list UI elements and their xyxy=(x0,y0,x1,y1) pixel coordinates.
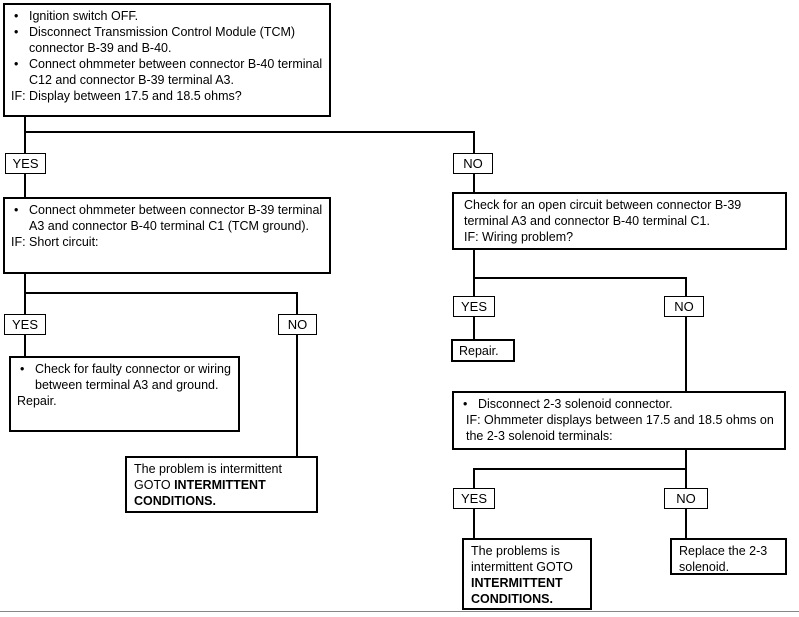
yes-label: YES xyxy=(453,296,495,317)
bottom-rule xyxy=(0,611,799,612)
if-condition: IF: Wiring problem? xyxy=(464,230,574,244)
repair-text: Repair. xyxy=(17,394,57,408)
no-label: NO xyxy=(453,153,493,174)
step-bullet: Ignition switch OFF. xyxy=(11,8,323,24)
connector xyxy=(296,292,298,314)
connector xyxy=(685,508,687,538)
period: . xyxy=(212,494,216,508)
step-bullet: Check for faulty connector or wiring bet… xyxy=(17,361,232,393)
connector xyxy=(473,468,475,488)
yes-label: YES xyxy=(4,314,46,335)
if-condition: IF: Ohmmeter displays between 17.5 and 1… xyxy=(466,413,774,443)
connector xyxy=(24,272,26,294)
step-bullet: Connect ohmmeter between connector B-39 … xyxy=(11,202,323,234)
connector xyxy=(473,468,687,470)
step-box-repair: Repair. xyxy=(451,339,515,362)
step-box-replace-solenoid: Replace the 2-3 solenoid. xyxy=(670,538,787,575)
connector xyxy=(473,277,475,296)
connector xyxy=(473,316,475,339)
connector xyxy=(473,131,475,153)
no-label: NO xyxy=(664,488,708,509)
connector xyxy=(24,115,26,133)
intermittent-link: INTERMITTENT CONDITIONS xyxy=(471,576,563,606)
step-bullet: Disconnect Transmission Control Module (… xyxy=(11,24,323,56)
if-condition: IF: Short circuit: xyxy=(11,235,99,249)
connector xyxy=(473,277,687,279)
step-box-open-circuit: Check for an open circuit between connec… xyxy=(452,192,787,250)
connector xyxy=(24,131,26,153)
connector xyxy=(24,131,475,133)
step-box-intermittent-left: The problem is intermittent GOTO INTERMI… xyxy=(125,456,318,513)
step-bullet: Disconnect 2-3 solenoid connector. xyxy=(460,396,778,412)
connector xyxy=(473,173,475,192)
step-box-faulty-connector: Check for faulty connector or wiring bet… xyxy=(9,356,240,432)
step-box-intermittent-right: The problems is intermittent GOTO INTERM… xyxy=(462,538,592,610)
yes-label: YES xyxy=(5,153,46,174)
if-condition: IF: Display between 17.5 and 18.5 ohms? xyxy=(11,89,242,103)
connector xyxy=(685,468,687,488)
step-box-short-circuit: Connect ohmmeter between connector B-39 … xyxy=(3,197,331,274)
replace-text: Replace the 2-3 solenoid. xyxy=(679,544,768,574)
connector xyxy=(473,508,475,538)
step-box-solenoid-check: Disconnect 2-3 solenoid connector. IF: O… xyxy=(452,391,786,450)
connector xyxy=(24,334,26,356)
connector xyxy=(24,292,298,294)
intermittent-link: INTERMITTENT CONDITIONS xyxy=(134,478,266,508)
connector xyxy=(685,277,687,296)
yes-label: YES xyxy=(453,488,495,509)
connector xyxy=(685,448,687,470)
intermittent-text: The problems is intermittent GOTO xyxy=(471,544,573,574)
repair-text: Repair. xyxy=(459,344,499,358)
no-label: NO xyxy=(664,296,704,317)
connector xyxy=(24,292,26,314)
intermittent-text: The problem is intermittent GOTO xyxy=(134,462,282,492)
no-label: NO xyxy=(278,314,317,335)
period: . xyxy=(549,592,553,606)
connector xyxy=(24,173,26,197)
connector xyxy=(296,334,298,456)
step-box-ignition-check: Ignition switch OFF. Disconnect Transmis… xyxy=(3,3,331,117)
connector xyxy=(685,316,687,391)
step-bullet: Connect ohmmeter between connector B-40 … xyxy=(11,56,323,88)
step-text: Check for an open circuit between connec… xyxy=(464,198,742,228)
connector xyxy=(473,248,475,279)
